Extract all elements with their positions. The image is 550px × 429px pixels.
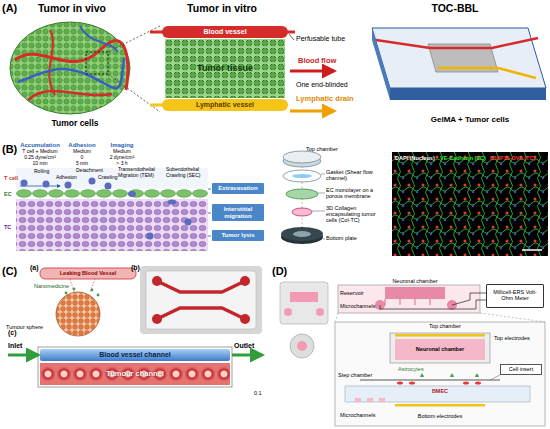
part-label: BMEC: [432, 388, 448, 394]
process-box: Extravasation: [212, 183, 264, 194]
exploded-device: [281, 151, 325, 244]
step-label: Adhesion: [56, 175, 77, 181]
part-label: 3D Collagen encapsulating tumor cells (C…: [326, 205, 388, 223]
stage-label: Accumulation: [20, 142, 60, 149]
stain-label: B16F10-OVA (TC): [490, 155, 535, 161]
condition-label: > 3 h: [116, 161, 127, 167]
cell-label: EC: [4, 191, 12, 197]
meter-box: Millicell-ERS Volt-Ohm Meter: [486, 284, 544, 308]
part-box: Cell insert: [500, 364, 542, 375]
channel-band: Blood vessel channel: [40, 349, 230, 361]
node-text: Tumour channel: [106, 370, 164, 378]
part-label: Astrocytes: [398, 366, 424, 372]
condition-label: 2 dyne/cm²: [110, 155, 135, 161]
panel-label: (D): [272, 265, 287, 277]
part-label: Bottom plate: [326, 235, 357, 241]
node-text: Cell insert: [509, 367, 533, 373]
node-text: Interstitial migration: [214, 206, 262, 219]
part-label: Microchannels: [340, 303, 375, 309]
part-label: Top chamber: [306, 146, 338, 152]
cell-label: TC: [4, 224, 11, 230]
bbb-chip-photos: [280, 282, 328, 358]
condition-label: 0.25 dyne/cm²: [24, 155, 56, 161]
flow-label: Lymphatic drain: [296, 95, 354, 103]
part-label: One end-blinded: [296, 81, 348, 89]
chip-illustration: [372, 28, 546, 100]
stain-label: VE-Cadherin (EC): [440, 155, 486, 161]
part-label: Nanomedicine: [34, 283, 69, 289]
condition-label: 0: [81, 155, 84, 161]
node-text: Tumor tissue: [197, 64, 253, 73]
part-label: Top electrodes: [494, 335, 530, 341]
scale-number: 0.1: [254, 390, 262, 396]
bbb-section-schematic: [335, 322, 545, 426]
part-label: Leaking Blood Vessel: [60, 270, 117, 276]
node-text: Blood vessel channel: [99, 351, 171, 358]
part-label: Neuronal chamber: [392, 278, 437, 284]
stain-label: DAPI (Nucleus): [395, 155, 435, 161]
condition-label: Medium: [73, 149, 91, 155]
node-text: Tumor lysis: [221, 232, 254, 238]
micrograph: [392, 152, 548, 256]
extravasation-illustration: [16, 168, 211, 251]
tissue-block: Tumor tissue: [165, 39, 285, 98]
step-label: Transendothelial Migration (TEM): [118, 167, 166, 178]
part-label: Perfusable tube: [296, 35, 345, 43]
vessel-band: Blood vessel: [162, 26, 288, 38]
step-label: Rolling: [34, 169, 49, 175]
chip-photo: [140, 266, 262, 334]
node-text: Blood vessel: [203, 28, 246, 35]
part-label: Bottom electrodes: [418, 413, 462, 419]
panel-title: TOC-BBL: [431, 3, 478, 15]
condition-label: T cell + Medium: [22, 149, 57, 155]
stage-label: Adhesion: [68, 142, 95, 149]
part-label: GelMA + Tumor cells: [431, 116, 509, 125]
panel-title: Tumor in vivo: [38, 3, 106, 15]
panel-label: (B): [2, 143, 17, 155]
vessel-band: Lymphatic vessel: [162, 99, 288, 111]
port-label: Inlet: [8, 342, 22, 350]
tumour-illustration: [40, 268, 136, 336]
node-text: Millicell-ERS Volt-Ohm Meter: [489, 290, 541, 302]
condition-label: 5 min: [76, 161, 88, 167]
condition-label: Medium: [113, 149, 131, 155]
part-label: Top chamber: [429, 323, 461, 329]
panel-label: (C): [2, 265, 17, 277]
step-label: Detachment: [76, 168, 103, 174]
channel-band: Tumour channel: [40, 363, 230, 385]
node-text: Lymphatic vessel: [196, 101, 254, 108]
flow-label: Blood flow: [298, 57, 336, 65]
cell-label: T cell: [4, 175, 18, 181]
stage-label: Imaging: [110, 142, 133, 149]
panel-label: (A): [2, 2, 17, 14]
part-label: Microchannels: [340, 412, 375, 418]
step-label: Crawling: [98, 175, 117, 181]
step-label: Subendothelial Crawling (SEC): [166, 167, 210, 178]
bbb-top-schematic: [335, 285, 545, 322]
part-label: Gasket (Shear flow channel): [326, 169, 386, 181]
channel-schematic: [8, 347, 262, 387]
subpanel-label: (a): [30, 264, 39, 272]
panel-title: Tumor in vitro: [187, 3, 257, 15]
condition-label: 10 min: [32, 161, 47, 167]
part-label: Tumor cells: [51, 119, 98, 128]
part-label: EC monolayer on a porous membrane: [326, 187, 386, 199]
part-label: Neuronal chamber: [416, 346, 464, 352]
tumor-illustration: [10, 22, 160, 114]
process-box: Interstitial migration: [212, 204, 264, 221]
node-text: Extravasation: [218, 185, 257, 191]
part-label: Reservoir: [340, 290, 364, 296]
process-box: Tumor lysis: [212, 230, 264, 241]
port-label: Outlet: [234, 342, 254, 350]
subpanel-label: (b): [131, 264, 140, 272]
part-label: Step chamber: [338, 372, 372, 378]
subpanel-label: (c): [8, 329, 17, 337]
